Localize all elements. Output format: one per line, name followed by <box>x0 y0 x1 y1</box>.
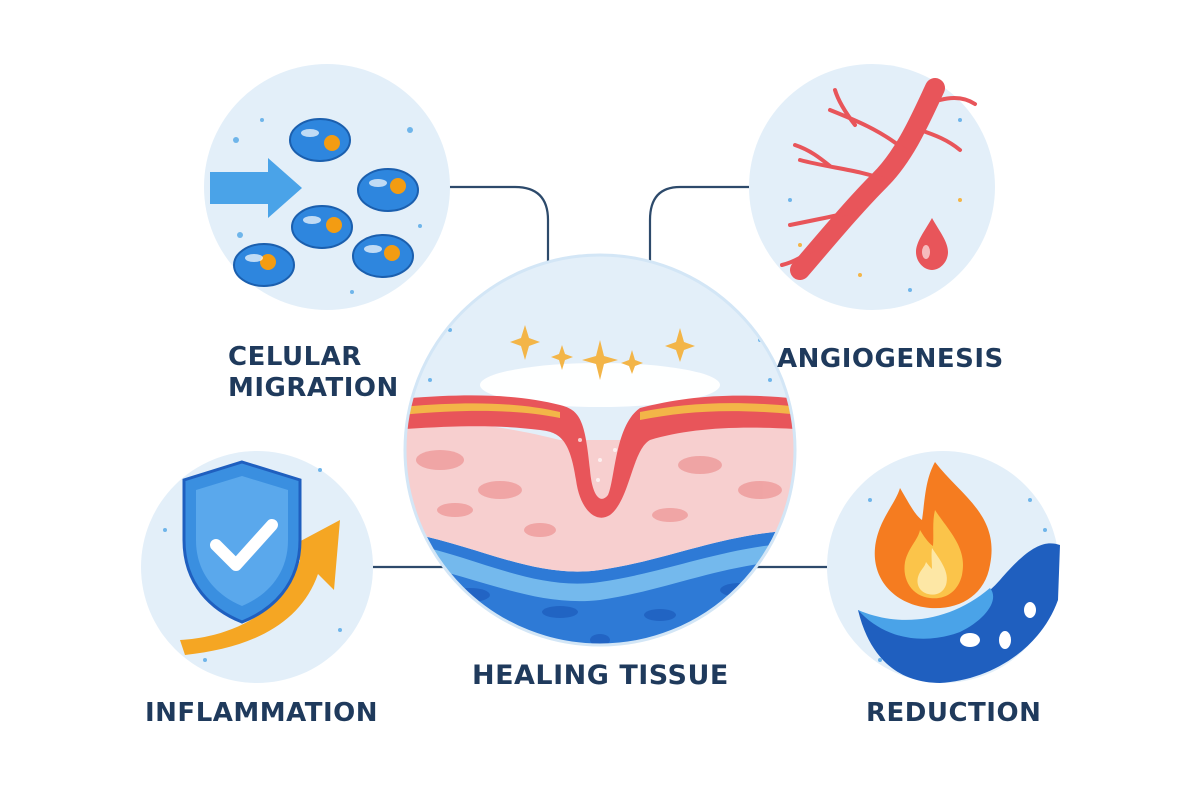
label-line: REDUCTION <box>866 698 1042 728</box>
connector-cellular-migration <box>440 185 550 297</box>
node-reduction <box>827 451 1060 683</box>
node-angiogenesis <box>749 64 995 310</box>
connector-angiogenesis <box>648 185 755 297</box>
label-reduction: REDUCTION <box>866 698 1041 729</box>
center-circle-ring <box>403 253 797 647</box>
shield-check-icon <box>163 460 342 662</box>
arrow-icon <box>210 158 302 218</box>
label-line: CELULAR <box>228 342 362 372</box>
center-label: HEALING TISSUE <box>472 660 729 691</box>
cells-with-arrow-icon <box>210 118 422 294</box>
label-cellular-migration: CELULAR MIGRATION <box>228 342 399 404</box>
blood-vessel-icon <box>780 78 977 292</box>
label-inflammation: INFLAMMATION <box>145 698 378 729</box>
node-healing-tissue <box>403 253 797 647</box>
label-line: ANGIOGENESIS <box>777 344 1004 374</box>
label-line: INFLAMMATION <box>145 698 379 728</box>
node-cellular-migration <box>204 64 450 310</box>
flame-wave-icon <box>858 462 1060 683</box>
node-inflammation <box>141 451 373 683</box>
label-healing-tissue: HEALING TISSUE <box>472 660 729 692</box>
label-angiogenesis: ANGIOGENESIS <box>777 344 1004 375</box>
label-line: MIGRATION <box>228 373 399 403</box>
